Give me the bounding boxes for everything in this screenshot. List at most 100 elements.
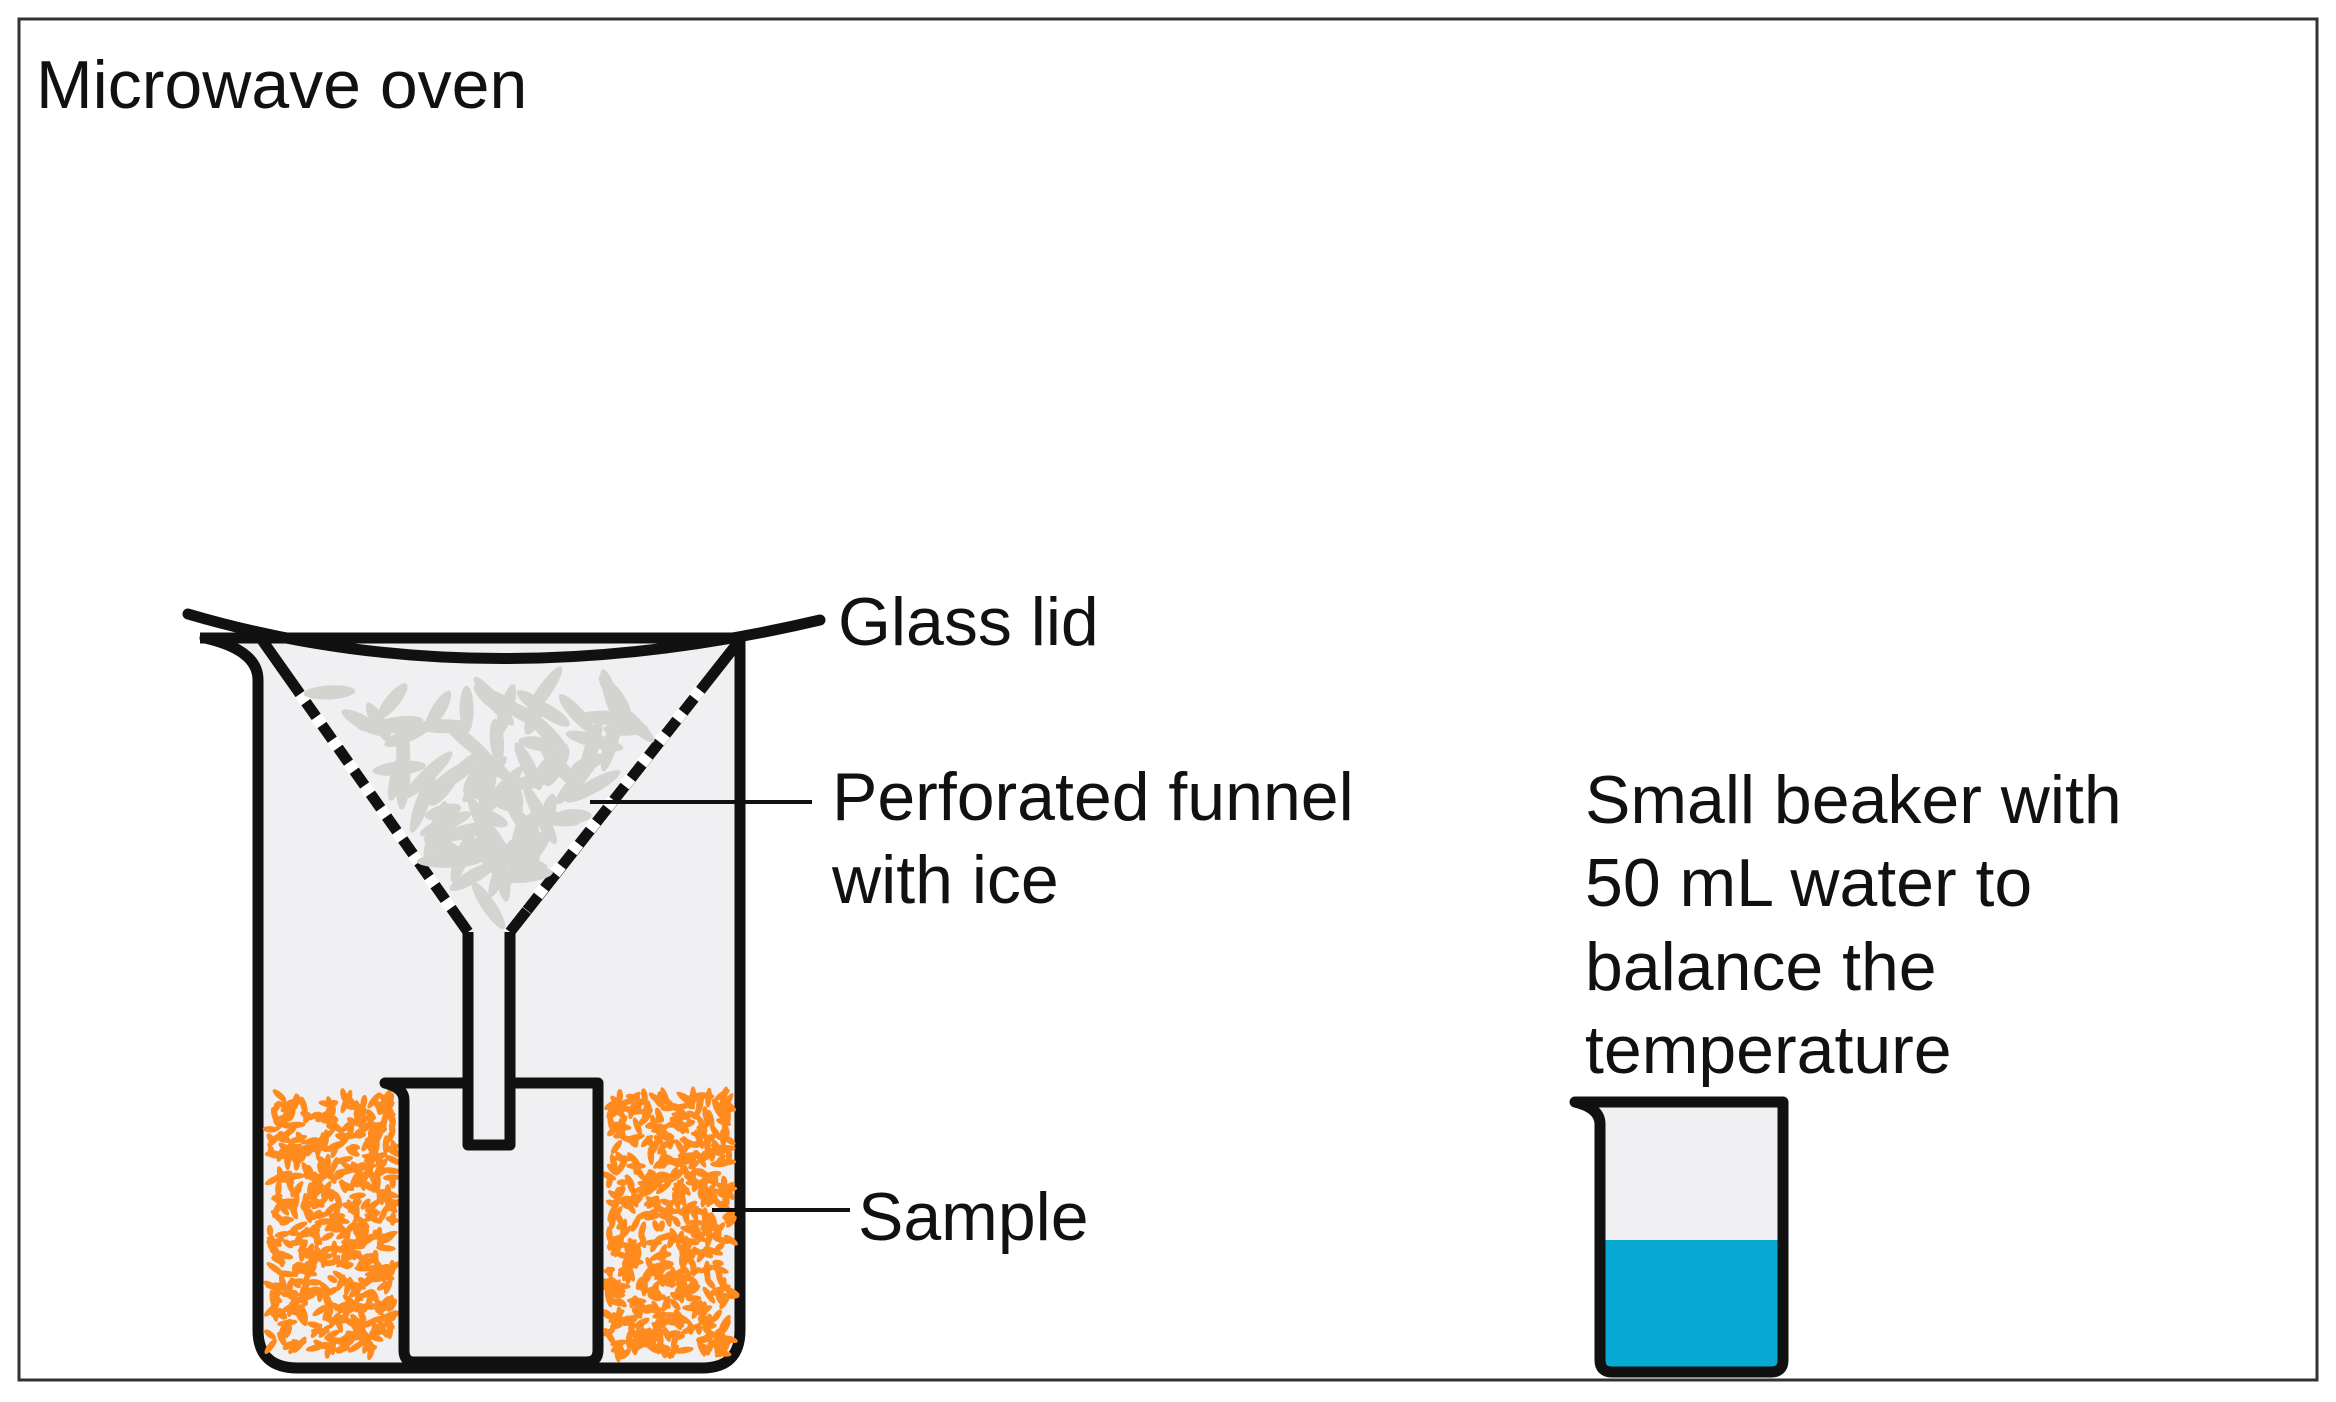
sample-particle bbox=[313, 1232, 323, 1246]
ice-piece bbox=[603, 721, 648, 736]
sample-particle bbox=[625, 1261, 635, 1282]
sample-particle bbox=[287, 1229, 300, 1237]
sample-particle bbox=[320, 1181, 332, 1198]
sample-particle bbox=[675, 1277, 683, 1290]
sample-particle bbox=[357, 1163, 377, 1171]
ice-piece bbox=[508, 817, 526, 882]
sample-particle bbox=[619, 1315, 632, 1324]
sample-particle bbox=[647, 1169, 659, 1179]
sample-particle bbox=[350, 1169, 363, 1185]
sample-particle bbox=[676, 1121, 685, 1135]
sample-particle bbox=[326, 1286, 338, 1296]
sample-particle bbox=[665, 1232, 677, 1244]
sample-particle bbox=[689, 1246, 697, 1261]
sample-particle bbox=[328, 1311, 341, 1329]
sample-particle bbox=[272, 1089, 287, 1102]
collection-vial bbox=[379, 1077, 604, 1368]
sample-particle bbox=[341, 1306, 352, 1322]
sample-particle bbox=[644, 1212, 662, 1221]
sample-particle bbox=[699, 1120, 708, 1135]
sample-particle bbox=[293, 1156, 301, 1171]
sample-particle bbox=[610, 1123, 624, 1136]
sample-particle bbox=[615, 1298, 627, 1308]
sample-particle bbox=[386, 1143, 400, 1152]
sample-particle bbox=[287, 1135, 308, 1144]
sample-particle bbox=[690, 1259, 697, 1277]
sample-particle bbox=[265, 1175, 281, 1186]
sample-particle bbox=[616, 1306, 623, 1324]
sample-particle bbox=[716, 1189, 727, 1199]
sample-particle bbox=[324, 1153, 331, 1173]
sample-particle bbox=[653, 1096, 664, 1108]
sample-particle bbox=[382, 1303, 394, 1311]
sample-particle bbox=[694, 1149, 707, 1168]
sample-particle bbox=[652, 1219, 660, 1232]
sample-particle bbox=[712, 1259, 724, 1267]
sample-particle bbox=[617, 1264, 628, 1277]
perforated-funnel bbox=[257, 636, 745, 1151]
sample-particle bbox=[357, 1309, 367, 1323]
sample-particle bbox=[378, 1205, 389, 1223]
sample-particle bbox=[687, 1284, 701, 1296]
sample-particle bbox=[665, 1270, 683, 1277]
sample-particle bbox=[350, 1313, 361, 1325]
sample-particle bbox=[609, 1213, 616, 1230]
sample-particle bbox=[605, 1284, 620, 1291]
sample-particle bbox=[657, 1149, 667, 1170]
sample-particle bbox=[714, 1345, 727, 1358]
sample-particle bbox=[670, 1291, 681, 1301]
sample-particle bbox=[647, 1146, 655, 1166]
sample-particle bbox=[684, 1101, 696, 1110]
sample-particle bbox=[351, 1331, 366, 1339]
sample-particle bbox=[726, 1215, 737, 1228]
sample-particle bbox=[689, 1150, 697, 1168]
ice-piece bbox=[578, 710, 637, 725]
sample-particle bbox=[717, 1118, 732, 1127]
sample-particle bbox=[344, 1238, 359, 1252]
sample-particle bbox=[677, 1230, 685, 1243]
sample-particle bbox=[318, 1325, 330, 1338]
ice-pieces bbox=[303, 666, 655, 930]
sample-particle bbox=[264, 1329, 276, 1340]
sample-particle bbox=[632, 1117, 642, 1136]
sample-particle bbox=[660, 1198, 674, 1207]
sample-particle bbox=[302, 1204, 312, 1224]
sample-particle bbox=[359, 1253, 370, 1264]
sample-particle bbox=[622, 1316, 638, 1327]
ice-piece bbox=[598, 675, 631, 715]
sample-particle bbox=[333, 1156, 353, 1165]
sample-particle bbox=[719, 1086, 729, 1106]
sample-particle bbox=[327, 1141, 346, 1150]
sample-particle bbox=[351, 1219, 359, 1237]
sample-particle bbox=[270, 1106, 279, 1125]
sample-particle bbox=[264, 1150, 281, 1157]
sample-particle bbox=[604, 1099, 618, 1111]
sample-particle bbox=[354, 1126, 369, 1136]
sample-particle bbox=[301, 1289, 320, 1301]
sample-particle bbox=[299, 1096, 308, 1116]
sample-particle bbox=[301, 1228, 321, 1238]
sample-particle bbox=[624, 1174, 635, 1188]
sample-particle bbox=[266, 1224, 274, 1237]
sample-particle bbox=[644, 1286, 659, 1294]
sample-particle bbox=[674, 1139, 686, 1156]
sample-particle bbox=[637, 1304, 644, 1318]
sample-particle bbox=[386, 1261, 400, 1275]
sample-particle bbox=[369, 1126, 384, 1144]
sample-particle bbox=[307, 1321, 322, 1329]
sample-particle bbox=[313, 1339, 327, 1350]
sample-particle bbox=[330, 1121, 344, 1134]
sample-particle bbox=[694, 1098, 704, 1118]
sample-particle bbox=[274, 1231, 290, 1238]
sample-particle bbox=[725, 1181, 736, 1191]
sample-particle bbox=[641, 1263, 656, 1280]
small-beaker-label-line-4: temperature bbox=[1585, 1012, 1952, 1088]
sample-particle bbox=[715, 1265, 723, 1286]
sample-particle bbox=[349, 1192, 366, 1200]
sample-particle bbox=[368, 1169, 387, 1179]
ice-piece bbox=[518, 736, 560, 752]
small-beaker-outline bbox=[1569, 1096, 1789, 1378]
sample-particle bbox=[622, 1105, 637, 1115]
